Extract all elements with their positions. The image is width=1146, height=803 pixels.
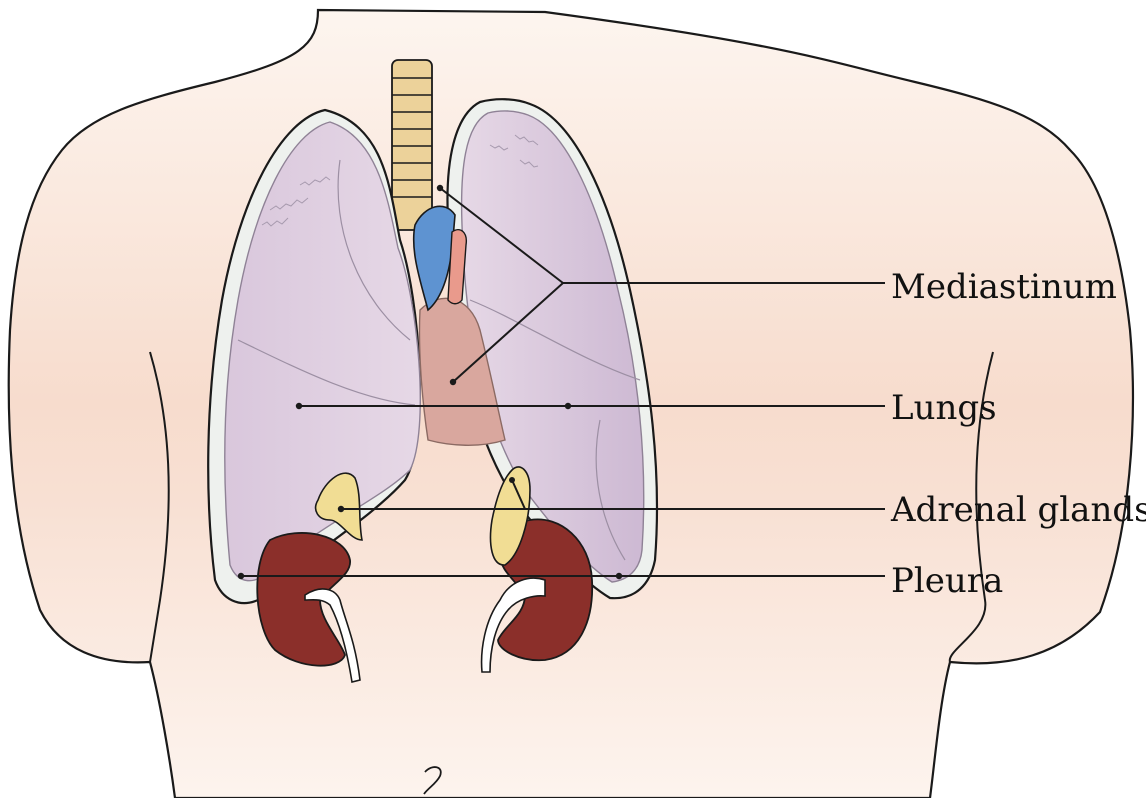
label-pleura: Pleura	[891, 564, 1003, 598]
label-lungs: Lungs	[891, 391, 997, 425]
label-adrenal-glands: Adrenal glands	[891, 493, 1146, 527]
label-mediastinum: Mediastinum	[891, 270, 1117, 304]
trachea	[392, 60, 432, 230]
